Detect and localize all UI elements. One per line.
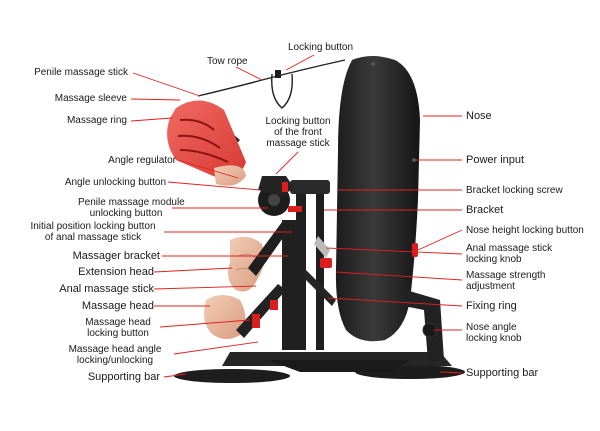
- label-massage-strength-adjustment: Massage strength adjustment: [466, 270, 546, 292]
- label-massage-sleeve: Massage sleeve: [54, 93, 127, 104]
- label-massage-head: Massage head: [81, 300, 154, 312]
- label-line-1: Nose angle: [466, 322, 517, 333]
- label-massager-bracket: Massager bracket: [72, 250, 160, 262]
- label-line-2: locking/unlocking: [76, 355, 154, 366]
- label-locking-button: Locking button: [288, 42, 354, 53]
- label-massage-ring: Massage ring: [66, 115, 127, 126]
- tow-rope: [197, 59, 346, 109]
- label-extension-head: Extension head: [78, 266, 154, 278]
- label-bracket: Bracket: [466, 204, 504, 216]
- label-angle-unlocking-button: Angle unlocking button: [64, 177, 166, 188]
- label-initial-position-locking: Initial position locking button of anal …: [20, 221, 166, 243]
- label-line-2: locking knob: [466, 333, 522, 344]
- base-supporting-bars: [174, 352, 465, 383]
- label-massage-head-locking: Massage head locking button: [78, 317, 158, 339]
- label-power-input: Power input: [466, 154, 525, 166]
- label-penile-massage-stick: Penile massage stick: [34, 67, 128, 78]
- label-supporting-bar-right: Supporting bar: [466, 367, 539, 379]
- label-line-2: adjustment: [466, 281, 515, 292]
- label-line-1: Massage strength: [466, 270, 546, 281]
- label-line-1: Anal massage stick: [466, 243, 553, 254]
- label-massage-head-angle: Massage head angle locking/unlocking: [56, 344, 174, 366]
- label-nose-angle-locking-knob: Nose angle locking knob: [466, 322, 522, 344]
- label-bracket-locking-screw: Bracket locking screw: [466, 185, 563, 196]
- label-anal-stick-locking-knob: Anal massage stick locking knob: [466, 243, 552, 265]
- label-fixing-ring: Fixing ring: [466, 300, 517, 312]
- label-supporting-bar-left: Supporting bar: [87, 371, 160, 383]
- label-penile-module-unlocking: Penile massage module unlocking button: [78, 197, 185, 219]
- label-line-2: locking button: [87, 328, 149, 339]
- label-line-2: of the front: [274, 127, 322, 138]
- label-nose: Nose: [466, 110, 492, 122]
- nose-body: [335, 56, 420, 342]
- central-bracket: [290, 180, 336, 350]
- label-line-2: locking knob: [466, 254, 522, 265]
- label-line-2: unlocking button: [89, 208, 163, 219]
- label-line-1: Locking button: [265, 116, 331, 127]
- label-locking-button-front-stick: Locking button of the front massage stic…: [250, 116, 346, 149]
- leader-lines: [130, 54, 463, 378]
- label-line-2: of anal massage stick: [44, 232, 142, 243]
- nose-support-arm: [404, 290, 444, 362]
- label-line-1: Penile massage module: [78, 197, 185, 208]
- penile-massage-stick: [167, 100, 246, 186]
- label-line-1: Massage head angle: [68, 344, 162, 355]
- label-line-1: Initial position locking button: [30, 221, 156, 232]
- label-line-3: massage stick: [266, 138, 330, 149]
- label-angle-regulator: Angle regulator: [108, 155, 176, 166]
- label-line-1: Massage head: [85, 317, 151, 328]
- label-anal-massage-stick: Anal massage stick: [59, 283, 154, 295]
- massage-head-assembly: [204, 220, 298, 350]
- label-tow-rope: Tow rope: [207, 56, 248, 67]
- label-nose-height-locking-button: Nose height locking button: [466, 225, 584, 236]
